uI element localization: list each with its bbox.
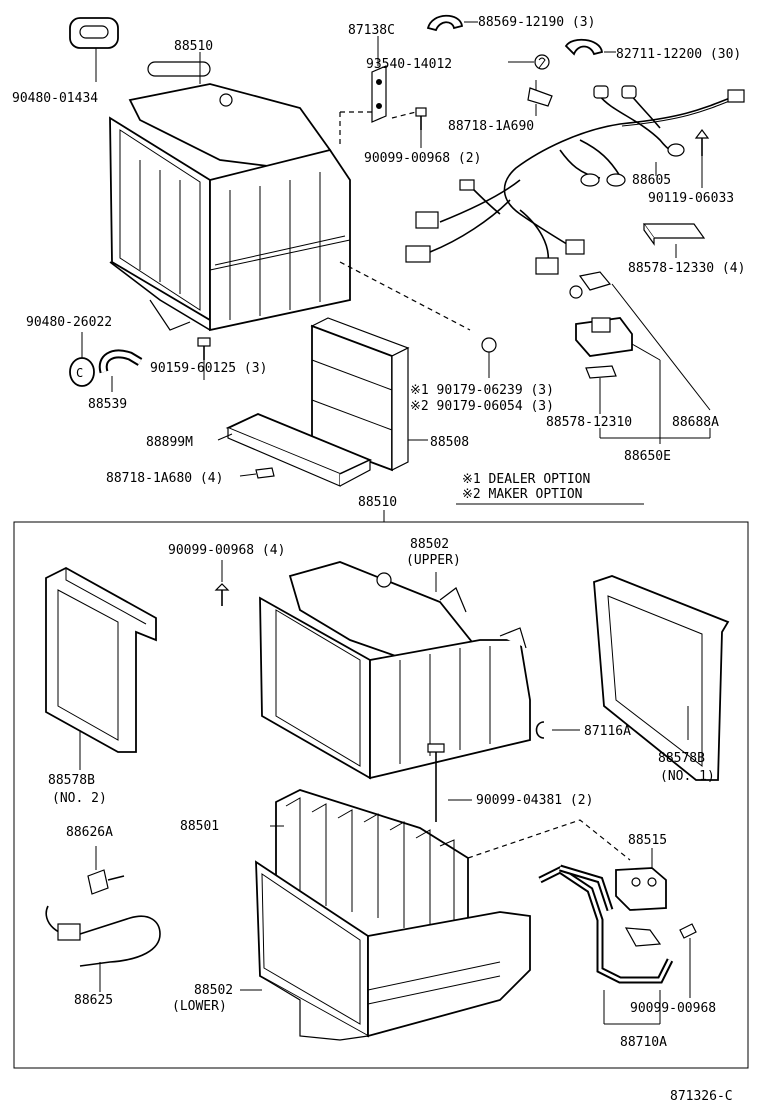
svg-text:C: C — [76, 366, 83, 380]
hose-88539 — [98, 349, 143, 392]
note-dealer-option: ※1 DEALER OPTION — [462, 472, 590, 487]
screw-90099-00968-4 — [214, 560, 230, 606]
label-88578b-no1: 88578B — [658, 751, 705, 766]
label-88718-1a690: 88718-1A690 — [448, 119, 534, 134]
label-90099-00968-2: 90099-00968 (2) — [364, 151, 481, 166]
label-88569: 88569-12190 (3) — [478, 15, 595, 30]
label-88650e: 88650E — [624, 449, 671, 464]
wiring-harness-88605 — [405, 85, 745, 275]
label-88510-box: 88510 — [358, 495, 397, 510]
label-90099-00968-4: 90099-00968 (4) — [168, 543, 285, 558]
evaporator-housing-88510-top — [109, 61, 351, 332]
exploded-view-frame — [13, 521, 749, 1069]
label-90480-26022: 90480-26022 — [26, 315, 112, 330]
label-88578b-no2: 88578B — [48, 773, 95, 788]
label-88626a: 88626A — [66, 825, 113, 840]
figure-code: 871326-C — [670, 1089, 733, 1104]
label-88501: 88501 — [180, 819, 219, 834]
label-no2: (NO. 2) — [52, 791, 107, 806]
label-no1: (NO. 1) — [660, 769, 715, 784]
label-88625: 88625 — [74, 993, 113, 1008]
label-90099-00968: 90099-00968 — [630, 1001, 716, 1016]
label-88710a: 88710A — [620, 1035, 667, 1050]
grommet-90480-01434 — [69, 17, 119, 82]
label-88502-lower: 88502 — [194, 983, 233, 998]
label-88508: 88508 — [430, 435, 469, 450]
label-upper: (UPPER) — [406, 553, 461, 568]
label-90159: 90159-60125 (3) — [150, 361, 267, 376]
label-90099-04381: 90099-04381 (2) — [476, 793, 593, 808]
sensor-88626a — [87, 846, 125, 895]
label-93540: 93540-14012 — [366, 57, 452, 72]
seal-88578b-no1 — [593, 575, 730, 781]
label-88899m: 88899M — [146, 435, 193, 450]
valve-88515 — [615, 848, 667, 911]
label-90179-06239: ※1 90179-06239 (3) — [410, 383, 554, 398]
label-87116a: 87116A — [584, 724, 631, 739]
sensor-88718-1a680 — [239, 467, 275, 479]
label-90119: 90119-06033 — [648, 191, 734, 206]
note-maker-option: ※2 MAKER OPTION — [462, 487, 582, 502]
label-88605: 88605 — [632, 173, 671, 188]
clip-88569 — [426, 14, 478, 32]
clip-82711 — [564, 38, 616, 56]
label-90179-06054: ※2 90179-06054 (3) — [410, 399, 554, 414]
screw-90099-00968-2 — [391, 107, 427, 148]
bolt-90099-04381 — [427, 743, 472, 822]
label-88718-1a680: 88718-1A680 (4) — [106, 471, 223, 486]
tube-88710a — [538, 864, 674, 1025]
seal-88578b-no2 — [45, 566, 157, 770]
sensor-88718-1a690 — [527, 80, 553, 116]
filter-88508 — [310, 317, 428, 472]
label-88578-12330: 88578-12330 (4) — [628, 261, 745, 276]
label-lower: (LOWER) — [172, 999, 227, 1014]
label-87138c: 87138C — [348, 23, 395, 38]
label-88502-upper: 88502 — [410, 537, 449, 552]
screw-90159 — [197, 337, 211, 380]
label-88688a: 88688A — [672, 415, 719, 430]
grommet-90480-26022: C — [69, 332, 95, 387]
label-88510-top: 88510 — [174, 39, 213, 54]
amplifier-88650e — [569, 271, 711, 444]
clip-87116a — [535, 721, 580, 739]
label-88515: 88515 — [628, 833, 667, 848]
pad-88578-12330 — [642, 223, 706, 258]
label-88539: 88539 — [88, 397, 127, 412]
housing-88502-lower — [240, 860, 531, 1041]
housing-88502-upper — [259, 561, 531, 780]
cover-88899m — [217, 413, 373, 487]
nut-93540 — [508, 54, 550, 70]
screw-90099-00968 — [679, 923, 697, 998]
nut-icon — [481, 337, 497, 353]
label-90480-01434: 90480-01434 — [12, 91, 98, 106]
bracket-87138c — [371, 36, 387, 123]
label-88578-12310: 88578-12310 — [546, 415, 632, 430]
label-82711: 82711-12200 (30) — [616, 47, 741, 62]
wire-88625 — [45, 905, 161, 992]
screw-90119 — [694, 129, 710, 188]
